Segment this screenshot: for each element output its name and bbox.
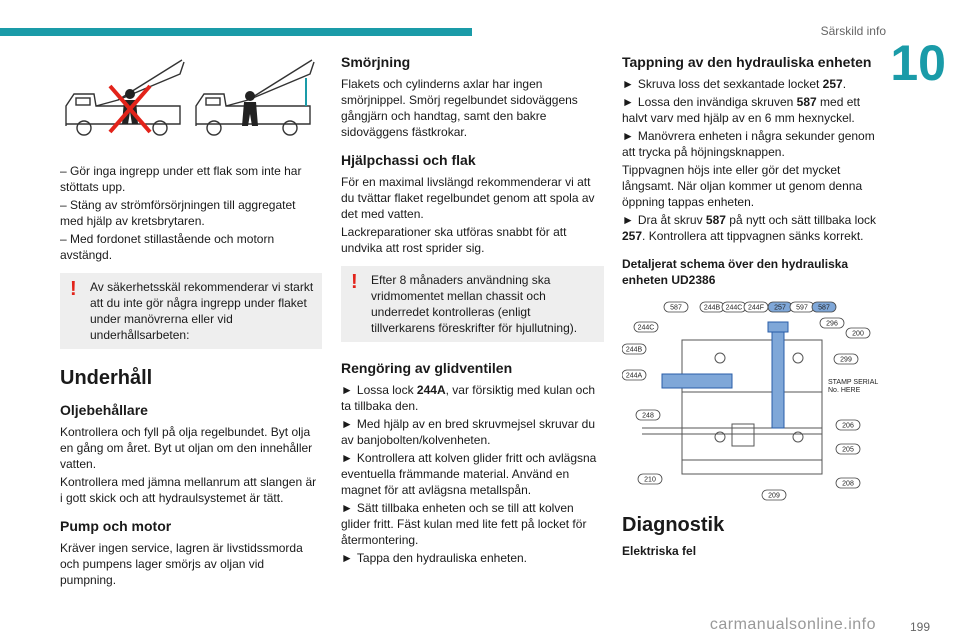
- draining-heading: Tappning av den hydrauliska enheten: [622, 54, 872, 70]
- torque-warning-text: Efter 8 månaders användning ska vridmome…: [371, 273, 578, 335]
- tipper-safety-illustration: [65, 59, 315, 136]
- safety-step-3: – Med fordonet stillastående och motorn …: [60, 232, 275, 262]
- lubrication-heading: Smörjning: [341, 54, 411, 70]
- safety-step-1: – Gör inga ingrepp under ett flak som in…: [60, 164, 302, 194]
- valve-step: ►Kontrollera att kolven glider fritt och…: [341, 451, 597, 497]
- schema-label: 206: [842, 423, 854, 430]
- chassis-heading: Hjälpchassi och flak: [341, 152, 476, 168]
- chassis-text-1: För en maximal livslängd rekommenderar v…: [341, 175, 595, 221]
- section-title: Särskild info: [820, 24, 886, 38]
- watermark: carmanualsonline.info: [709, 616, 876, 633]
- header-accent-bar: [0, 28, 472, 36]
- schema-label-badge: [663, 301, 689, 313]
- oil-text-2: Kontrollera med jämna mellanrum att slan…: [60, 475, 317, 505]
- safety-warning-text: Av säkerhetsskäl rekommenderar vi starkt…: [90, 280, 314, 342]
- drain-step-cont: 257. Kontrollera att tippvagnen sänks ko…: [622, 229, 864, 243]
- schema-label-badge: [761, 489, 787, 501]
- schema-label: 296: [826, 321, 838, 328]
- schema-label: 209: [768, 493, 780, 500]
- schema-label: 244C: [638, 325, 655, 332]
- schema-label: 244B: [626, 347, 643, 354]
- column-3: Tappning av den hydrauliska enheten ►Skr…: [622, 54, 884, 563]
- schema-label: 597: [796, 305, 808, 312]
- schema-label-badge: [845, 327, 871, 339]
- schema-label: 210: [644, 477, 656, 484]
- valve-cleaning-heading: Rengöring av glidventilen: [341, 360, 513, 376]
- schema-label: 244B: [704, 305, 721, 312]
- schema-label-badge: [633, 321, 659, 333]
- schema-label: 244A: [626, 373, 643, 380]
- safety-warning: ! Av säkerhetsskäl rekommenderar vi star…: [60, 273, 322, 349]
- drain-step: ►Manövrera enheten i några sekunder geno…: [622, 129, 875, 159]
- schema-stamp-text: STAMP SERIAL: [828, 379, 878, 386]
- page-number: 199: [909, 620, 930, 634]
- electrical-faults-heading: Elektriska fel: [622, 544, 697, 558]
- schema-label-badge: [622, 369, 647, 381]
- lubrication-text: Flakets och cylinderns axlar har ingen s…: [341, 77, 578, 139]
- warning-icon: !: [351, 271, 358, 293]
- schema-heading: Detaljerat schema över den hydrauliska e…: [622, 257, 849, 287]
- schema-label-badge: [835, 419, 861, 431]
- schema-label-badge: [835, 477, 861, 489]
- valve-step: ►Sätt tillbaka enheten och se till att k…: [341, 501, 587, 547]
- pump-heading: Pump och motor: [60, 518, 172, 534]
- schema-label: 587: [818, 305, 830, 312]
- chassis-text-2: Lackreparationer ska utföras snabbt för …: [341, 225, 567, 255]
- pump-text: Kräver ingen service, lagren är livstids…: [60, 541, 303, 587]
- schema-stamp-text: No. HERE: [828, 387, 861, 394]
- schema-label: 244C: [726, 305, 743, 312]
- schema-label-badge: [637, 473, 663, 485]
- schema-label-badge: [622, 343, 647, 355]
- schema-label: 257: [774, 305, 786, 312]
- drain-step: ►Lossa den invändiga skruven 587 med ett…: [622, 95, 861, 125]
- schema-label-badge: [833, 353, 859, 365]
- chapter-number: 10: [890, 35, 946, 91]
- warning-icon: !: [70, 278, 77, 300]
- schema-label: 299: [840, 357, 852, 364]
- schema-label-badge: [635, 409, 661, 421]
- hydraulic-unit-schema: 587 244B 244C 244F 257 597 587 296 200 244C 244B 24…: [622, 301, 878, 501]
- valve-step: ►Lossa lock 244A, var försiktig med kula…: [341, 383, 596, 413]
- drain-note: Tippvagnen höjs inte eller gör det mycke…: [622, 163, 863, 209]
- schema-label: 244F: [748, 305, 764, 312]
- diagnostics-title: Diagnostik: [622, 514, 725, 536]
- schema-label: 248: [642, 413, 654, 420]
- oil-text-1: Kontrollera och fyll på olja regelbundet…: [60, 425, 313, 471]
- schema-label-badge: [835, 443, 861, 455]
- torque-warning: ! Efter 8 månaders användning ska vridmo…: [341, 266, 604, 342]
- maintenance-title: Underhåll: [60, 367, 153, 389]
- schema-label: 205: [842, 447, 854, 454]
- column-1: – Gör inga ingrepp under ett flak som in…: [60, 54, 322, 590]
- valve-step: ►Tappa den hydrauliska enheten.: [341, 551, 528, 565]
- drain-step: ►Dra åt skruv 587 på nytt och sätt tillb…: [622, 213, 877, 227]
- schema-label-badge: [811, 301, 837, 313]
- schema-label: 587: [670, 305, 682, 312]
- safety-step-2: – Stäng av strömförsörjningen till aggre…: [60, 198, 296, 228]
- schema-label: 208: [842, 481, 854, 488]
- column-2: Smörjning Flakets och cylinderns axlar h…: [341, 54, 604, 568]
- valve-step: ►Med hjälp av en bred skruvmejsel skruva…: [341, 417, 595, 447]
- oil-tank-heading: Oljebehållare: [60, 402, 148, 418]
- drain-step: ►Skruva loss det sexkantade locket 257.: [622, 77, 847, 91]
- schema-label-badge: [819, 317, 845, 329]
- schema-label: 200: [852, 331, 864, 338]
